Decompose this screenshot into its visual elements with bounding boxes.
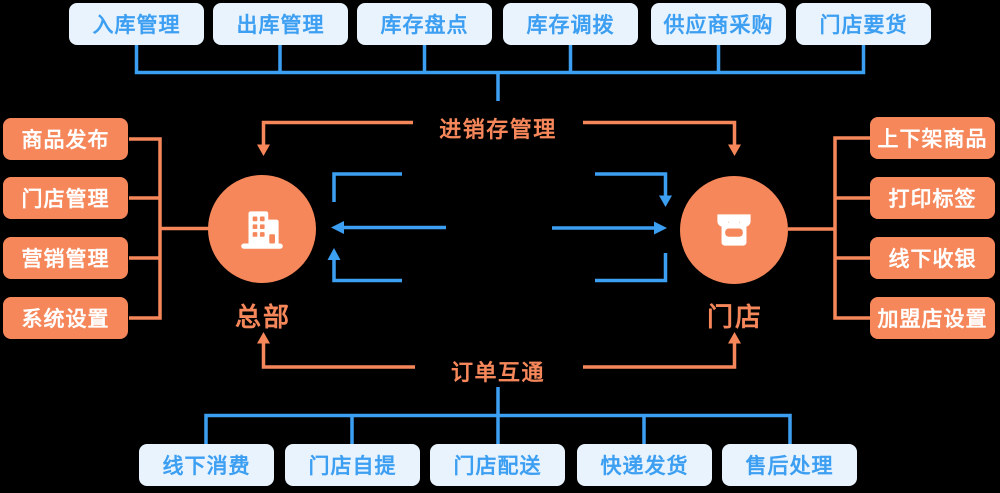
node-stock-transfer: 库存调拨 (503, 3, 638, 45)
node-express-shipping: 快递发货 (577, 444, 712, 486)
node-store-pickup: 门店自提 (285, 444, 420, 486)
right-bracket-connector (788, 136, 871, 320)
building-icon (241, 211, 283, 249)
node-store-requisition: 门店要货 (796, 3, 931, 45)
node-marketing-management: 营销管理 (3, 237, 128, 279)
node-supplier-purchase: 供应商采购 (651, 3, 786, 45)
store-circle (680, 176, 788, 284)
arrow-down-icon (257, 144, 270, 156)
node-store-management: 门店管理 (3, 177, 128, 219)
invoicing-label: 进销存管理 (439, 117, 557, 142)
storefront-icon (717, 214, 751, 246)
node-franchise-settings: 加盟店设置 (870, 297, 995, 339)
sync-arrows (327, 172, 672, 283)
node-product-publish: 商品发布 (3, 118, 128, 160)
arrow-up-icon (257, 332, 270, 344)
arrow-left-icon (331, 221, 344, 234)
top-tree-connector (134, 45, 866, 101)
node-after-sales: 售后处理 (722, 444, 857, 486)
arrow-up-icon (327, 248, 341, 260)
node-system-settings: 系统设置 (3, 297, 128, 339)
node-offline-consumption: 线下消费 (139, 444, 274, 486)
node-stock-count: 库存盘点 (357, 3, 492, 45)
bottom-tree-connector (204, 387, 792, 444)
node-offline-cashier: 线下收银 (870, 237, 995, 279)
hq-circle (208, 175, 316, 283)
arrow-right-icon (654, 221, 667, 235)
hq-label: 总部 (234, 302, 291, 332)
node-print-labels: 打印标签 (870, 177, 995, 219)
left-bracket-connector (129, 137, 210, 320)
node-inbound-management: 入库管理 (69, 3, 204, 45)
invoicing-arrows (257, 120, 741, 156)
arrow-up-icon (728, 332, 741, 344)
arrow-down-icon (659, 195, 672, 207)
node-outbound-management: 出库管理 (213, 3, 348, 45)
order-sync-label: 订单互通 (450, 360, 545, 385)
store-label: 门店 (706, 302, 763, 332)
node-product-listing: 上下架商品 (870, 117, 995, 159)
node-store-delivery: 门店配送 (430, 444, 565, 486)
order-arrows (257, 332, 741, 369)
arrow-down-icon (728, 144, 741, 156)
